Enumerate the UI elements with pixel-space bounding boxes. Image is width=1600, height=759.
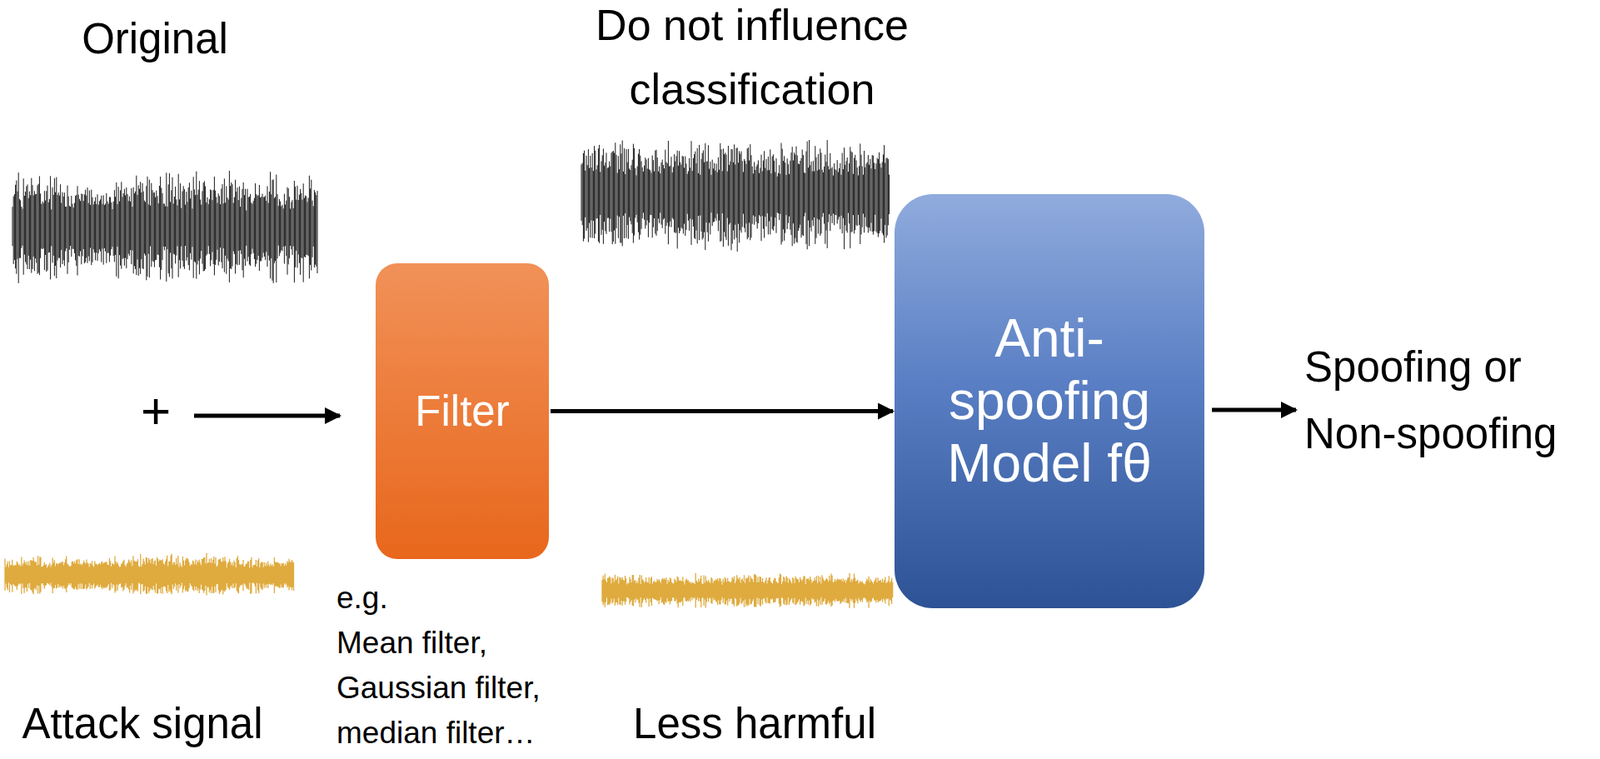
- model-box: Anti-spoofing Model fθ: [894, 194, 1205, 609]
- note-label: Less harmful: [588, 697, 922, 749]
- filter-example: Mean filter,: [336, 624, 604, 662]
- plus-sign: +: [130, 384, 181, 437]
- filter-example: e.g.: [336, 579, 604, 617]
- filter-example: Gaussian filter,: [336, 669, 604, 707]
- filtered-attack-waveform: [602, 573, 893, 609]
- signal-label: Original: [71, 13, 239, 65]
- box-label: Filter: [414, 385, 509, 437]
- note-label: Do not influence classification: [552, 0, 953, 122]
- filter-box: Filter: [375, 263, 549, 559]
- box-label: Anti-spoofing Model fθ: [909, 307, 1190, 495]
- signal-label: Attack signal: [9, 697, 276, 749]
- filtered-original-waveform: [581, 139, 890, 252]
- filter-example: median filter…: [336, 714, 604, 752]
- original-waveform: [12, 170, 318, 284]
- output-label: Spoofing or Non-spoofing: [1304, 333, 1588, 468]
- attack-waveform: [4, 553, 295, 596]
- waveforms: [4, 139, 893, 609]
- output-arrow: [1211, 408, 1296, 413]
- flow-arrow: [550, 408, 893, 414]
- input-arrow: [194, 413, 340, 419]
